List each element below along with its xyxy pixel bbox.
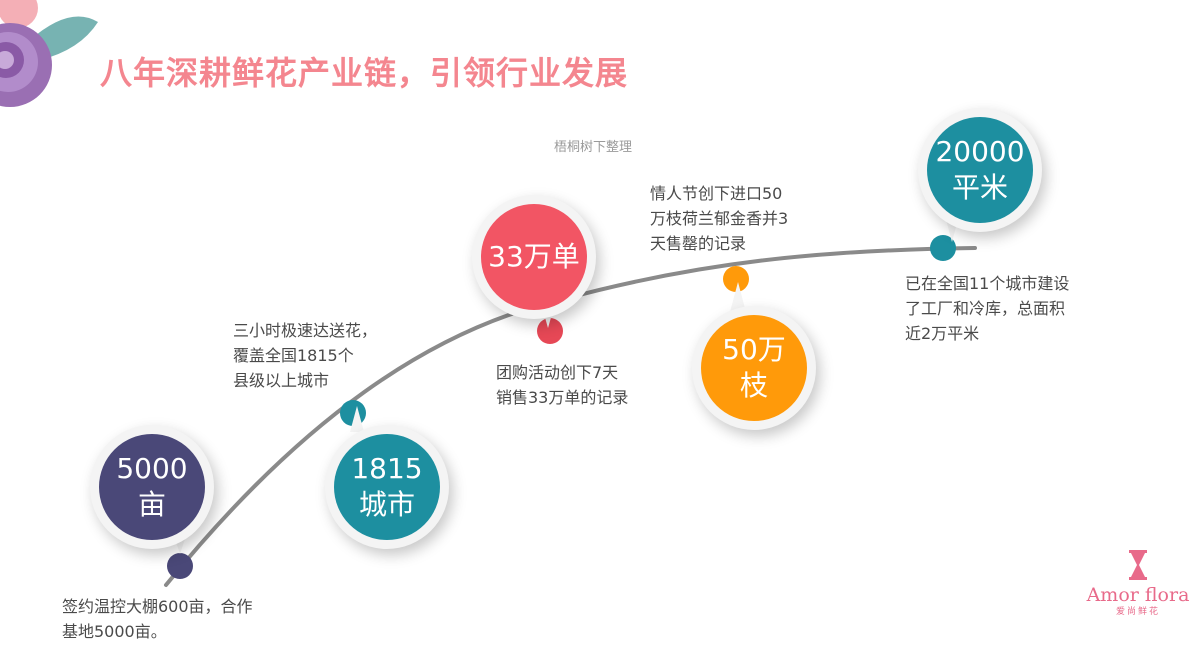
brand-logo: Amor flora 爱尚鲜花 [1078, 550, 1198, 618]
milestone-value-4: 50万 [722, 333, 786, 366]
milestone-unit-1: 亩 [137, 488, 166, 521]
page-title: 八年深耕鲜花产业链，引领行业发展 [100, 54, 629, 92]
flower-decoration-icon [0, 0, 98, 107]
milestone-bubble-4: 50万 枝 [692, 306, 816, 430]
milestone-bubble-2: 1815 城市 [325, 425, 449, 549]
milestone-desc-3: 团购活动创下7天 销售33万单的记录 [496, 363, 629, 407]
milestone-value-1: 5000 [116, 452, 188, 485]
logo-subtitle: 爱尚鲜花 [1115, 607, 1160, 617]
milestone-unit-2: 城市 [358, 488, 415, 521]
milestone-value-5: 20000 [935, 135, 1025, 168]
milestone-bubble-5: 20000 平米 [918, 108, 1042, 232]
milestone-desc-5: 已在全国11个城市建设 了工厂和冷库，总面积 近2万平米 [905, 274, 1070, 343]
milestone-desc-2: 三小时极速达送花， 覆盖全国1815个 县级以上城市 [233, 321, 378, 390]
hourglass-logo-icon [1129, 550, 1147, 580]
milestone-dot-1 [167, 553, 193, 579]
bubble-tail-2 [350, 406, 364, 432]
milestone-unit-5: 平米 [951, 171, 1008, 204]
milestone-bubble-3: 33万单 [472, 195, 596, 319]
logo-name: Amor flora [1086, 584, 1190, 606]
milestone-desc-1: 签约温控大棚600亩，合作 基地5000亩。 [62, 597, 253, 641]
milestone-desc-4: 情人节创下进口50 万枝荷兰郁金香并3 天售罄的记录 [650, 184, 789, 253]
bubble-tail-4 [730, 282, 746, 312]
milestone-value-2: 1815 [351, 452, 423, 485]
credit-text: 梧桐树下整理 [554, 140, 633, 155]
milestone-value-3: 33万单 [488, 240, 580, 273]
milestone-unit-4: 枝 [739, 369, 768, 402]
milestone-bubble-1: 5000 亩 [90, 425, 214, 549]
